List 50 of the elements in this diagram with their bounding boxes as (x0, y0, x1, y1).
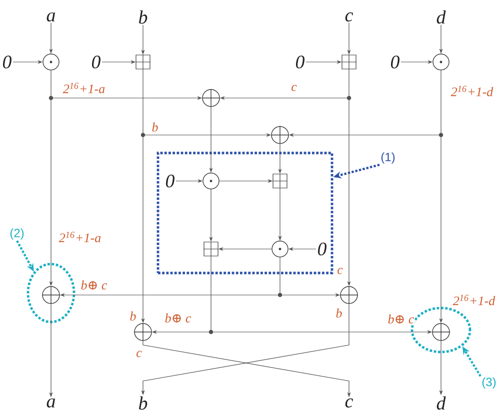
variable-label: b (138, 396, 148, 410)
edge-label: b⊕ c (80, 280, 108, 290)
line (142, 69, 144, 136)
dotted-ellipse (26, 262, 76, 324)
edge-label: b (129, 310, 137, 322)
edge-label: b (151, 122, 159, 132)
circled-dot-symbol (272, 240, 288, 258)
line (50, 70, 52, 98)
dotted-ellipse (410, 306, 472, 354)
boxed-plus-symbol (135, 54, 151, 70)
circled-plus-symbol (202, 88, 220, 108)
variable-label: b (138, 10, 148, 24)
circled-plus-symbol (270, 126, 290, 144)
circled-plus-symbol (134, 322, 152, 342)
circled-dot-symbol (202, 172, 220, 190)
callout-number: (3) (482, 377, 496, 389)
circled-plus-symbol (42, 286, 60, 304)
callout-number: (1) (381, 152, 395, 164)
edge-label: 2$^{16}$+1-d (452, 294, 496, 306)
callout-number: (2) (10, 228, 24, 240)
constant-label: 0 (391, 56, 400, 68)
line (210, 256, 212, 332)
constant-label: 0 (166, 174, 174, 188)
edge-label: 2$^{16}$+1-a (58, 231, 102, 243)
circled-plus-symbol (340, 286, 358, 304)
variable-label: c (345, 12, 353, 22)
variable-label: d (436, 10, 446, 24)
constant-label: 0 (318, 242, 326, 256)
boxed-plus-symbol (203, 241, 219, 257)
edge-label: 2$^{16}$+1-d (450, 85, 494, 97)
variable-label: d (436, 396, 446, 410)
edge-label: b⊕ c (387, 314, 415, 324)
circled-dot-symbol (42, 54, 60, 70)
edge-label: b⊕ c (164, 312, 192, 324)
constant-label: 0 (92, 56, 100, 68)
constant-label: 0 (296, 56, 304, 68)
boxed-plus-symbol (272, 173, 288, 189)
edge-label: c (136, 350, 142, 358)
edge-label: 2$^{16}$+1-a (62, 82, 106, 94)
variable-label: a (46, 398, 56, 408)
variable-label: a (46, 12, 56, 22)
dotted-frame (156, 152, 334, 274)
edge-label: c (336, 267, 344, 275)
circled-dot-symbol (432, 54, 450, 70)
boxed-plus-symbol (341, 54, 357, 70)
constant-label: 0 (3, 56, 12, 68)
line (440, 70, 442, 136)
edge-label: b (335, 308, 343, 318)
variable-label: c (345, 398, 353, 408)
circled-plus-symbol (432, 322, 450, 342)
